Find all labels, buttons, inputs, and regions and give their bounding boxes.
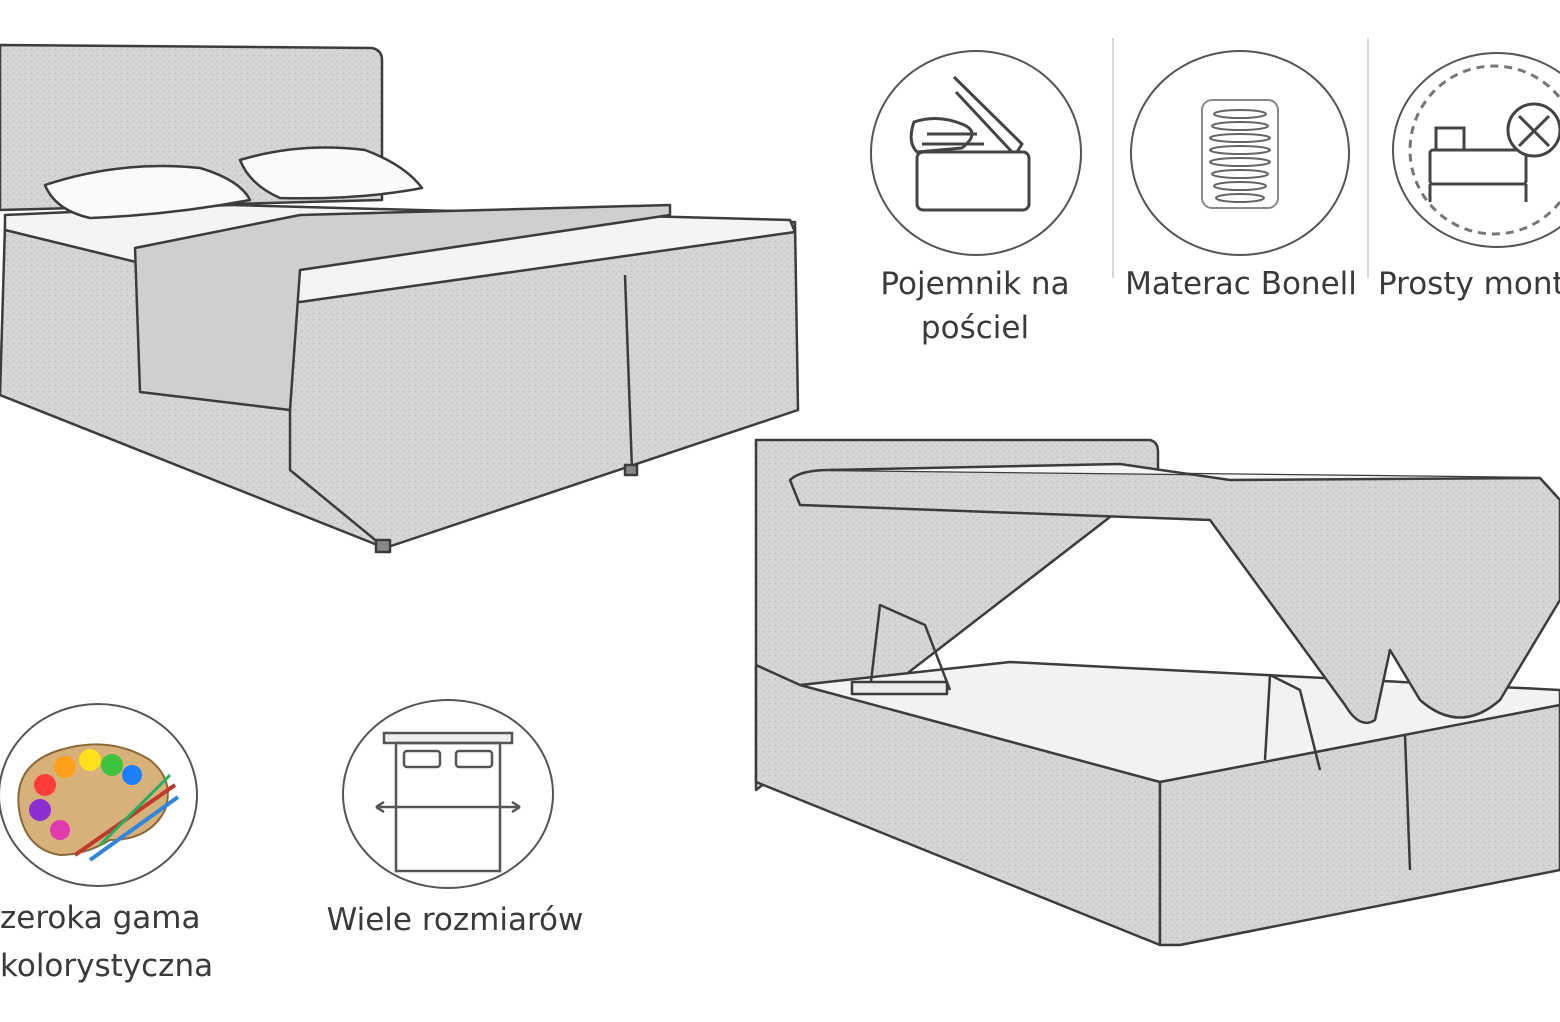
bonell-spring-icon: [1130, 50, 1350, 256]
sizes-label: Wiele rozmiarów: [326, 902, 584, 938]
colors-label-line2: kolorystyczna: [0, 948, 214, 984]
assembly-label: Prosty mont: [1378, 266, 1560, 302]
feature-divider: [1112, 38, 1114, 278]
mattress-label: Materac Bonell: [1125, 266, 1357, 302]
bed-open-illustration: [754, 438, 1560, 947]
storage-label-line2: pościel: [920, 310, 1030, 346]
assembly-tools-icon: [1392, 52, 1560, 248]
colors-label-line1: zeroka gama: [0, 900, 201, 936]
feature-divider: [1367, 38, 1369, 278]
storage-box-icon: [870, 50, 1082, 256]
storage-label-line1: Pojemnik na: [880, 266, 1070, 302]
color-palette-icon: [0, 703, 198, 887]
storage-label: Pojemnik na pościel: [860, 262, 1090, 350]
bed-closed-illustration: [0, 43, 800, 554]
colors-label: zeroka gama kolorystyczna: [0, 894, 213, 990]
bed-size-icon: [342, 699, 554, 889]
